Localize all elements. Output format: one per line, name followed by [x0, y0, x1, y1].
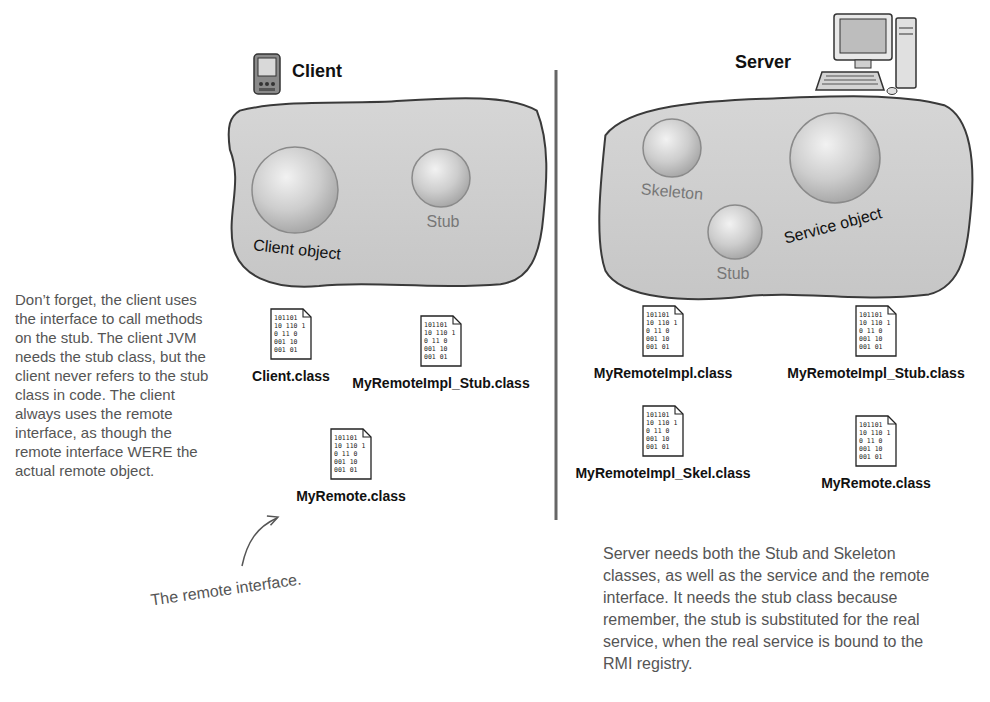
circle-outline	[251, 146, 339, 234]
binary-text: 101101 10 110 1 0 11 0 001 10 001 01	[274, 314, 306, 354]
circle-shape	[708, 205, 762, 259]
region-shape	[229, 98, 547, 287]
file-name: MyRemoteImpl_Skel.class	[575, 465, 750, 481]
binary-text: 101101 10 110 1 0 11 0 001 10 001 01	[424, 321, 456, 361]
binary-text: 101101 10 110 1 0 11 0 001 10 001 01	[646, 411, 678, 451]
pda-icon	[254, 54, 280, 94]
file-fold	[303, 309, 311, 317]
file-fold	[888, 416, 896, 424]
circle-shape	[252, 147, 338, 233]
file-icon: 101101 10 110 1 0 11 0 001 10 001 01	[270, 308, 312, 360]
file-icon: 101101 10 110 1 0 11 0 001 10 001 01	[642, 305, 684, 357]
class-file: 101101 10 110 1 0 11 0 001 10 001 01MyRe…	[855, 305, 897, 357]
file-shape	[643, 406, 683, 456]
file-icon: 101101 10 110 1 0 11 0 001 10 001 01	[420, 315, 462, 367]
file-name: MyRemoteImpl.class	[594, 365, 733, 381]
file-name: MyRemoteImpl_Stub.class	[352, 375, 529, 391]
class-file: 101101 10 110 1 0 11 0 001 10 001 01Clie…	[270, 308, 312, 360]
circle-shape	[790, 113, 880, 203]
client-region: ClientClient objectStub	[220, 95, 550, 290]
file-name: MyRemoteImpl_Stub.class	[787, 365, 964, 381]
file-icon: 101101 10 110 1 0 11 0 001 10 001 01	[330, 428, 372, 480]
file-fold	[675, 406, 683, 414]
skeleton-circle: Skeleton	[642, 118, 702, 178]
circle-label: Stub	[427, 213, 460, 231]
client-object-circle: Client object	[251, 146, 339, 234]
region-shape	[599, 96, 972, 299]
leader-arrow	[242, 516, 278, 566]
file-icon: 101101 10 110 1 0 11 0 001 10 001 01	[855, 305, 897, 357]
binary-text: 101101 10 110 1 0 11 0 001 10 001 01	[646, 311, 678, 351]
binary-text: 101101 10 110 1 0 11 0 001 10 001 01	[859, 311, 891, 351]
file-name: MyRemote.class	[296, 488, 406, 504]
circle-label: Stub	[717, 265, 750, 283]
file-icon: 101101 10 110 1 0 11 0 001 10 001 01	[855, 415, 897, 467]
binary-text: 101101 10 110 1 0 11 0 001 10 001 01	[334, 434, 366, 474]
class-file: 101101 10 110 1 0 11 0 001 10 001 01MyRe…	[420, 315, 462, 367]
file-shape	[271, 309, 311, 359]
file-icon: 101101 10 110 1 0 11 0 001 10 001 01	[642, 405, 684, 457]
file-fold	[675, 306, 683, 314]
note-text: Don’t forget, the client uses the interf…	[15, 290, 215, 480]
file-shape	[856, 416, 896, 466]
class-file: 101101 10 110 1 0 11 0 001 10 001 01MyRe…	[642, 405, 684, 457]
class-file: 101101 10 110 1 0 11 0 001 10 001 01MyRe…	[330, 428, 372, 480]
divider-line	[555, 70, 558, 520]
file-name: Client.class	[252, 368, 330, 384]
server-region: ServerSkeletonStubService object	[590, 88, 975, 303]
circle-shape	[412, 149, 470, 207]
circle-outline	[789, 112, 881, 204]
computer-icon	[816, 14, 916, 95]
circle-shape	[643, 119, 701, 177]
class-file: 101101 10 110 1 0 11 0 001 10 001 01MyRe…	[642, 305, 684, 357]
file-shape	[856, 306, 896, 356]
file-shape	[331, 429, 371, 479]
annotation-text: The remote interface.	[149, 570, 302, 611]
note-text: Server needs both the Stub and Skeleton …	[603, 543, 938, 675]
region-heading: Client	[292, 61, 342, 82]
class-file: 101101 10 110 1 0 11 0 001 10 001 01MyRe…	[855, 415, 897, 467]
file-name: MyRemote.class	[821, 475, 931, 491]
service-object-circle: Service object	[789, 112, 881, 204]
binary-text: 101101 10 110 1 0 11 0 001 10 001 01	[859, 421, 891, 461]
file-fold	[888, 306, 896, 314]
circle-outline	[411, 148, 471, 208]
stub-circle: Stub	[707, 204, 763, 260]
file-fold	[363, 429, 371, 437]
stub-circle: Stub	[411, 148, 471, 208]
file-fold	[453, 316, 461, 324]
circle-outline	[707, 204, 763, 260]
file-shape	[643, 306, 683, 356]
circle-outline	[642, 118, 702, 178]
region-heading: Server	[735, 52, 791, 73]
file-shape	[421, 316, 461, 366]
